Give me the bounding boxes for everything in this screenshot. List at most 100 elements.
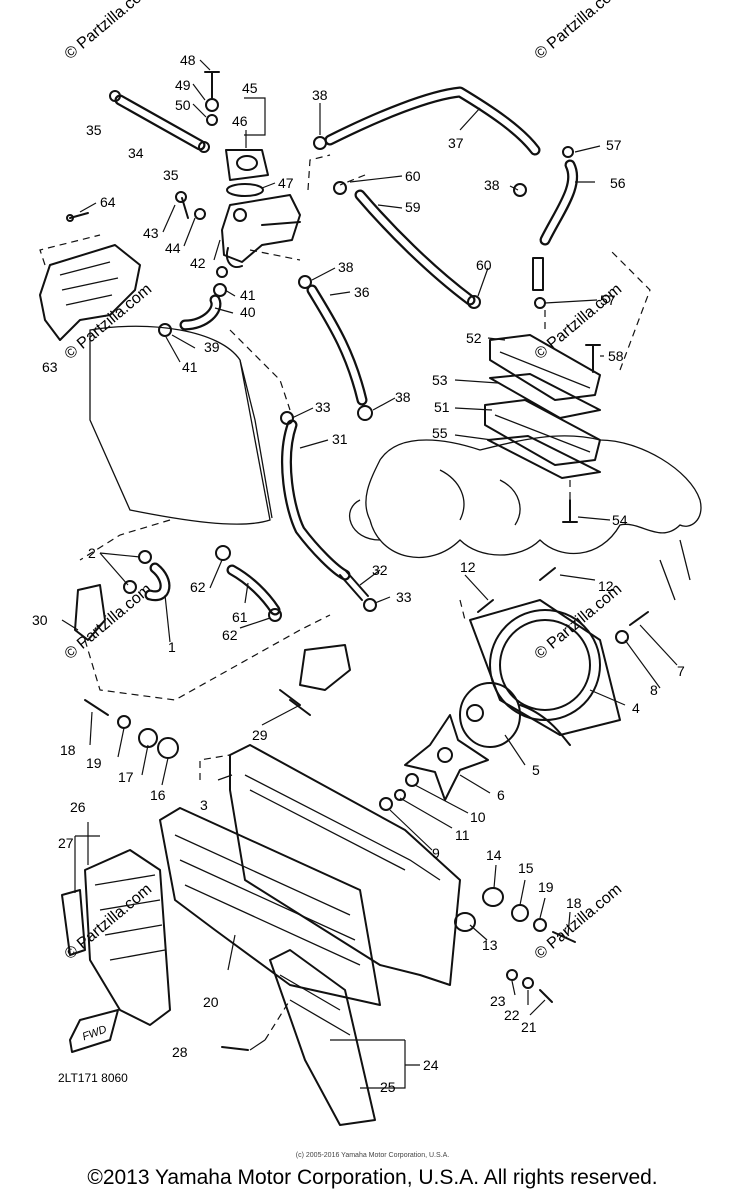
bolt-21	[539, 989, 553, 1003]
washer-49	[205, 98, 219, 112]
nut-9	[379, 797, 393, 811]
clamp-57	[562, 146, 574, 158]
callouts: 1 2 3 4 5 6 7 8 9 10 11 12 12 13 14 15 1…	[32, 52, 685, 1095]
callout-63: 63	[42, 359, 58, 375]
callout-44: 44	[165, 240, 181, 256]
bolt-54	[562, 499, 578, 523]
callout-42: 42	[190, 255, 206, 271]
callout-28: 28	[172, 1044, 188, 1060]
hose-34	[114, 94, 206, 151]
clamp-38	[313, 136, 327, 150]
left-cover-26	[84, 849, 171, 1026]
callout-18b: 18	[566, 895, 582, 911]
washer-44	[194, 208, 206, 220]
copyright-notice: ©2013 Yamaha Motor Corporation, U.S.A. A…	[87, 1166, 658, 1189]
callout-47: 47	[278, 175, 294, 191]
hose-59	[354, 189, 476, 306]
clamp-38	[357, 405, 373, 421]
clamp-33	[280, 411, 294, 425]
clamp-60	[467, 295, 481, 309]
callout-38b: 38	[484, 177, 500, 193]
hose-40	[179, 294, 222, 331]
callout-46: 46	[232, 113, 248, 129]
washer-22	[522, 977, 534, 989]
clamp-38	[298, 275, 312, 289]
fan-motor-5	[459, 682, 571, 748]
bolt-18	[552, 931, 576, 943]
callout-35b: 35	[163, 167, 179, 183]
callout-9: 9	[432, 845, 440, 861]
radiator-3	[229, 744, 461, 986]
callout-51: 51	[434, 399, 450, 415]
callout-21: 21	[521, 1019, 537, 1035]
gasket-53	[489, 373, 601, 419]
callout-19: 19	[86, 755, 102, 771]
callout-26: 26	[70, 799, 86, 815]
callout-43: 43	[143, 225, 159, 241]
callout-54: 54	[612, 512, 628, 528]
o-ring-42	[216, 266, 228, 278]
callout-57b: 57	[600, 292, 616, 308]
clamp-57	[534, 297, 546, 309]
callout-5: 5	[532, 762, 540, 778]
hose-37	[324, 86, 541, 156]
emblem-27	[61, 889, 86, 956]
assembly-lines	[39, 154, 651, 1041]
gasket-55	[487, 435, 601, 479]
callout-49: 49	[175, 77, 191, 93]
callout-1: 1	[168, 639, 176, 655]
callout-62b: 62	[222, 627, 238, 643]
callout-60b: 60	[476, 257, 492, 273]
hose-1	[144, 562, 171, 602]
clamp-2	[138, 550, 152, 564]
clamp-62	[215, 545, 231, 561]
radiator-guard-20	[159, 807, 381, 1006]
callout-35: 35	[86, 122, 102, 138]
callout-33: 33	[315, 399, 331, 415]
hose-31	[281, 419, 351, 581]
washer-50	[206, 114, 218, 126]
leader-lines	[61, 59, 678, 1089]
washer-19	[533, 918, 547, 932]
radiator-cover-63	[39, 244, 141, 341]
collar-15	[511, 904, 529, 922]
bolt-18	[84, 699, 109, 716]
callout-30: 30	[32, 612, 48, 628]
callout-40: 40	[240, 304, 256, 320]
fan-blade-6	[404, 714, 489, 801]
bolt-7	[629, 611, 649, 626]
watermark: © Partzilla.com	[532, 0, 626, 63]
callout-25: 25	[380, 1079, 396, 1095]
callout-58: 58	[608, 348, 624, 364]
callout-34: 34	[128, 145, 144, 161]
washer-23	[506, 969, 518, 981]
callout-60: 60	[405, 168, 421, 184]
clamp-41	[213, 283, 227, 297]
callout-3: 3	[200, 797, 208, 813]
part-code: 2LT171 8060	[58, 1071, 128, 1085]
clamp-62	[268, 608, 282, 622]
callout-12: 12	[460, 559, 476, 575]
pipe-56-extension	[532, 257, 544, 291]
bracket-30	[74, 584, 106, 641]
callout-37: 37	[448, 135, 464, 151]
callout-38: 38	[312, 87, 328, 103]
callout-59: 59	[405, 199, 421, 215]
hose-36	[306, 284, 368, 406]
pipe-32	[339, 570, 369, 601]
callout-62: 62	[190, 579, 206, 595]
bolt-43	[175, 191, 189, 219]
washer-10	[405, 773, 419, 787]
fwd-arrow: FWD	[69, 1009, 119, 1053]
fan-shroud-4	[469, 599, 621, 736]
engine-outline	[349, 435, 702, 601]
callout-38d: 38	[395, 389, 411, 405]
callout-33b: 33	[396, 589, 412, 605]
fwd-label: FWD	[81, 1023, 109, 1043]
callout-52: 52	[466, 330, 482, 346]
callout-38c: 38	[338, 259, 354, 275]
callout-22: 22	[504, 1007, 520, 1023]
radiator-hose-exploded-diagram: © Partzilla.com © Partzilla.com © Partzi…	[32, 0, 702, 1126]
callout-41: 41	[240, 287, 256, 303]
washer-8	[615, 630, 629, 644]
